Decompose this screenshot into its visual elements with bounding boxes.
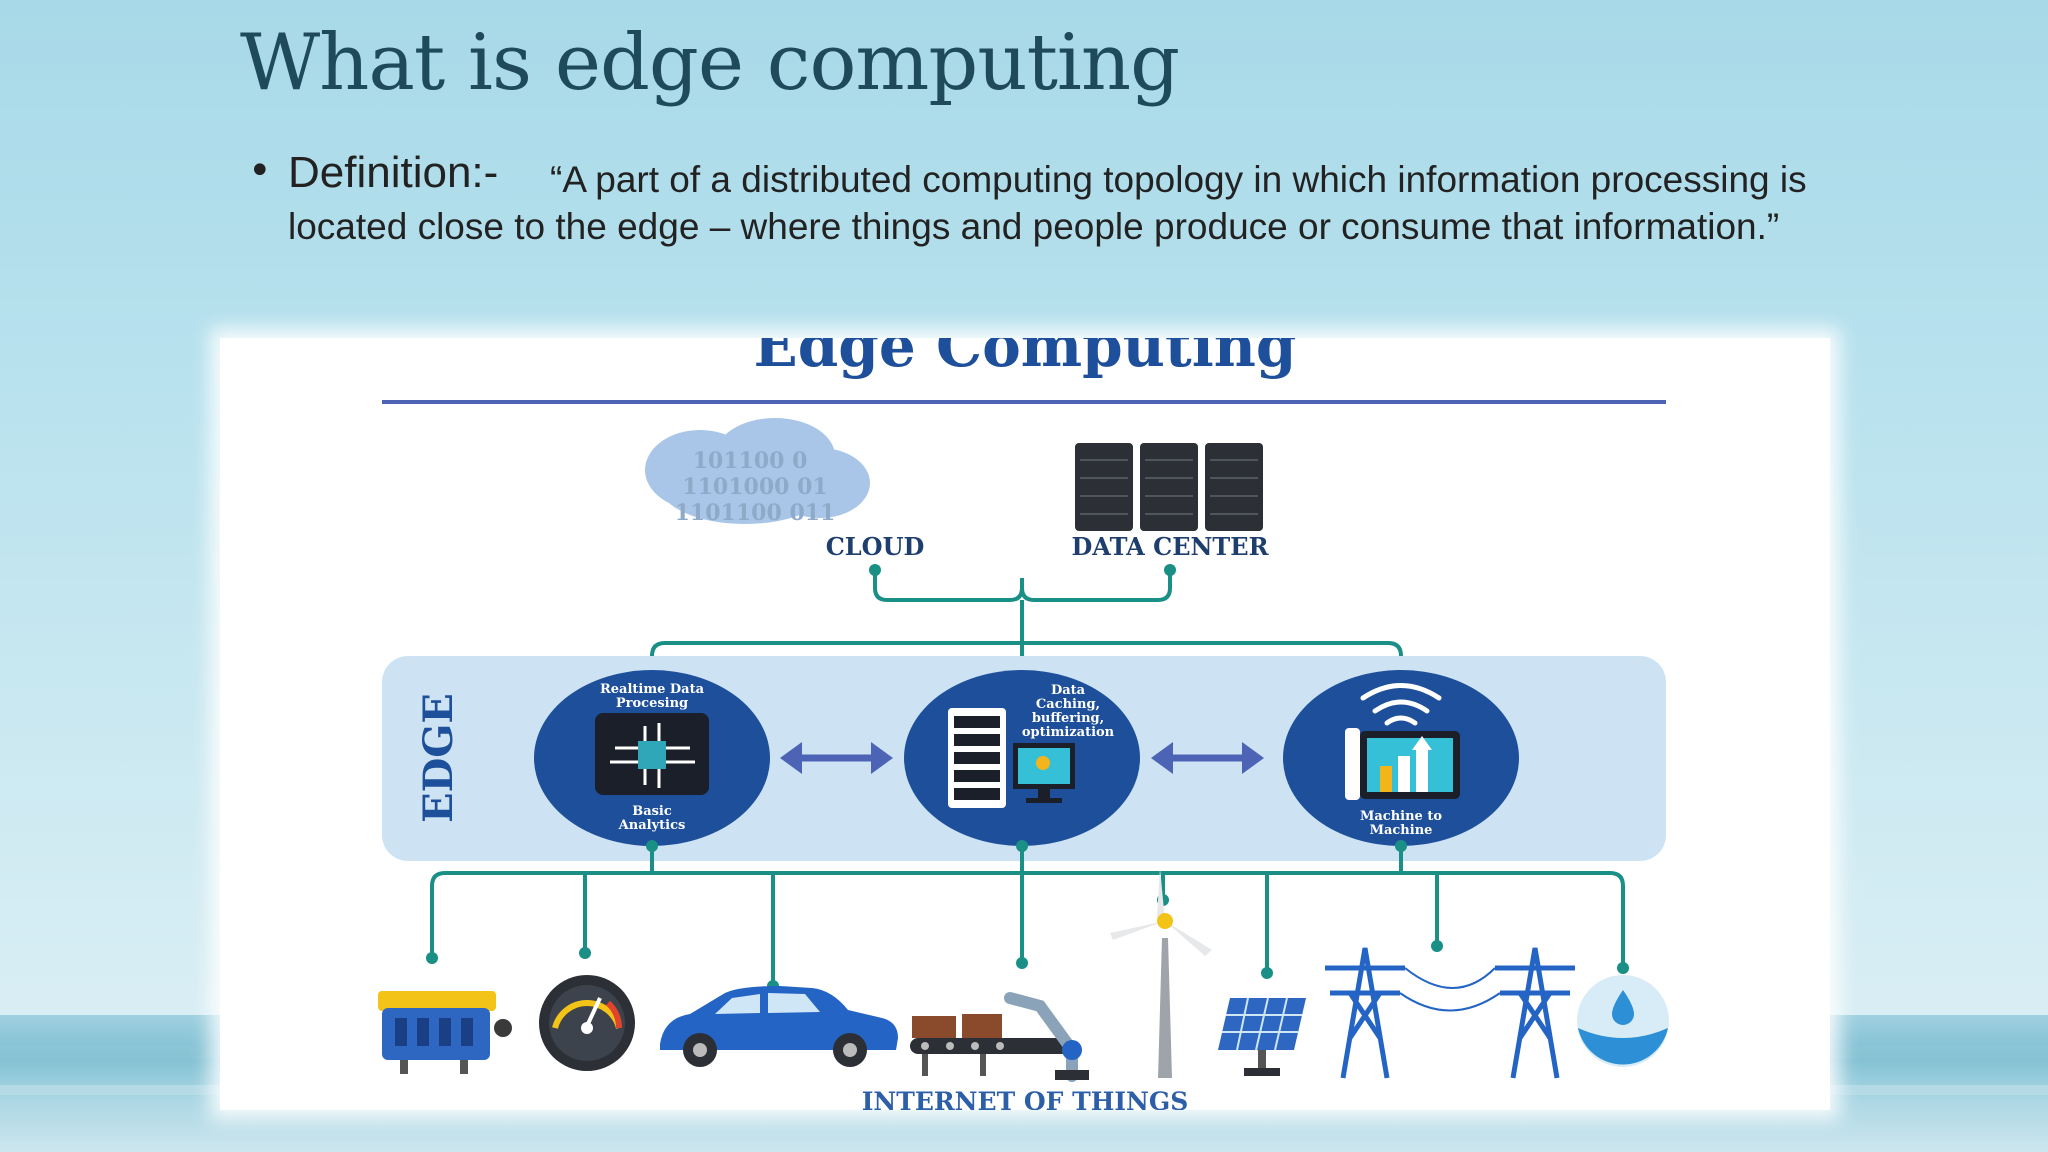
water-drop-icon [1577, 975, 1669, 1067]
cloud-icon: 101100 0 1101000 01 1101100 011 [645, 418, 870, 526]
server-icon [948, 708, 1006, 808]
bottom-connectors [430, 846, 1625, 986]
node-caption: Machine [1370, 823, 1433, 838]
top-connectors [650, 570, 1403, 674]
node-caption: Basic [632, 804, 672, 819]
gauge-icon [539, 975, 635, 1071]
bidirectional-arrow-icon [1151, 742, 1264, 774]
assembly-line-icon [910, 992, 1089, 1082]
power-tower-icon [1325, 947, 1575, 1079]
node-caption: optimization [1022, 725, 1115, 740]
cloud-label: CLOUD [826, 532, 925, 561]
solar-panel-icon [1218, 997, 1306, 1076]
diagram-heading: Edge Computing [754, 338, 1297, 380]
node-caption: Machine to [1360, 809, 1442, 824]
engine-icon [378, 991, 512, 1074]
realtime-processing-node: Realtime Data Procesing Basic Analytics [534, 670, 770, 846]
iot-label: INTERNET OF THINGS [862, 1087, 1189, 1110]
monitor-icon [1013, 743, 1075, 803]
node-caption: Procesing [616, 696, 688, 711]
tablet-chart-icon [1345, 728, 1460, 800]
node-caption: Caching, [1036, 697, 1100, 712]
cloud-binary: 1101100 011 [675, 500, 836, 526]
bidirectional-arrow-icon [780, 742, 893, 774]
definition-label: Definition:- [288, 148, 499, 197]
definition-text: “A part of a distributed computing topol… [288, 159, 1807, 247]
edge-computing-figure: Edge Computing 101100 0 1101000 01 11011… [220, 312, 1830, 1116]
data-caching-node: Data Caching, buffering, optimization [904, 670, 1140, 846]
datacenter-label: DATA CENTER [1071, 532, 1269, 561]
node-caption: buffering, [1032, 711, 1104, 726]
cloud-binary: 1101000 01 [682, 474, 827, 500]
node-caption: Data [1051, 683, 1086, 698]
connector-dots [426, 840, 1629, 992]
edge-computing-diagram: Edge Computing 101100 0 1101000 01 11011… [378, 312, 1669, 1116]
chip-icon [638, 741, 666, 769]
server-rack-icon [1075, 443, 1263, 531]
wifi-icon [1360, 683, 1442, 726]
edge-label: EDGE [415, 693, 462, 823]
circuit-icon [610, 723, 695, 788]
machine-to-machine-node: Machine to Machine [1283, 670, 1519, 846]
wind-turbine-icon [1110, 868, 1212, 1078]
node-caption: Realtime Data [600, 682, 705, 697]
bullet-icon: • [248, 148, 272, 194]
slide-title: What is edge computing [240, 18, 1180, 108]
cloud-binary: 101100 0 [693, 448, 808, 474]
node-caption: Analytics [618, 818, 686, 833]
car-icon [660, 986, 898, 1067]
